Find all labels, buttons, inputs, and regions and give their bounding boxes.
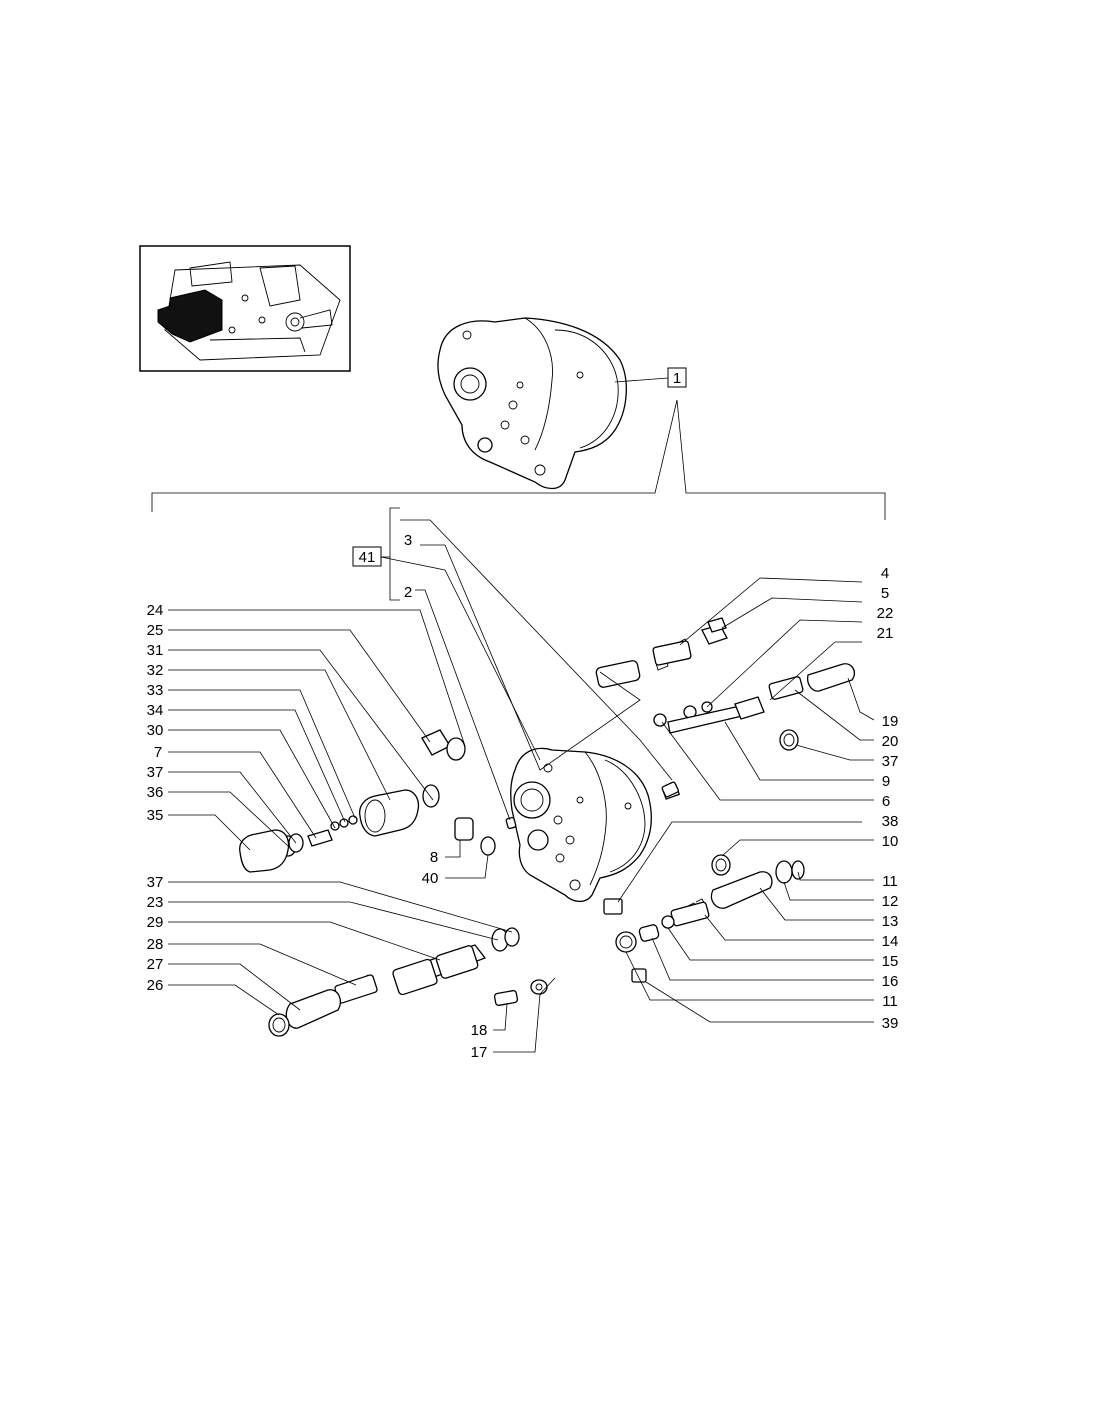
subassembly-label-box: 41: [352, 546, 382, 567]
callout-3: 3: [404, 532, 412, 549]
callout-40: 40: [422, 870, 439, 887]
exploded-housing: [510, 747, 652, 903]
callout-17: 17: [471, 1044, 488, 1061]
assembly-label-box: 1: [614, 367, 687, 388]
lower-right-parts: [603, 854, 805, 983]
callout-16: 16: [882, 973, 899, 990]
left-lower-parts: [268, 927, 548, 1037]
callout-10: 10: [882, 833, 899, 850]
callout-37-right: 37: [882, 753, 899, 770]
assembly-label: 1: [673, 370, 681, 387]
callout-23: 23: [147, 894, 164, 911]
callout-22: 22: [877, 605, 894, 622]
callout-24: 24: [147, 602, 164, 619]
callout-27: 27: [147, 956, 164, 973]
location-inset: [139, 245, 351, 372]
callout-29: 29: [147, 914, 164, 931]
callout-15: 15: [882, 953, 899, 970]
callout-11: 11: [882, 873, 898, 890]
callout-8: 8: [430, 849, 438, 866]
callout-14: 14: [882, 933, 899, 950]
callout-6: 6: [882, 793, 890, 810]
callout-20: 20: [882, 733, 899, 750]
leader-lines: [168, 519, 875, 1053]
highlighted-valve-block: [157, 289, 223, 343]
left-upper-parts: [239, 729, 679, 873]
callout-19: 19: [882, 713, 899, 730]
callout-4: 4: [881, 565, 889, 582]
callout-37-left: 37: [147, 764, 164, 781]
assembled-housing: [437, 317, 627, 490]
callout-13: 13: [882, 913, 899, 930]
callout-34: 34: [147, 702, 164, 719]
callout-32: 32: [147, 662, 164, 679]
callout-28: 28: [147, 936, 164, 953]
callout-36: 36: [147, 784, 164, 801]
callout-18: 18: [471, 1022, 488, 1039]
callout-5: 5: [881, 585, 889, 602]
callout-7: 7: [154, 744, 162, 761]
callout-38: 38: [882, 813, 899, 830]
callout-numbers: 2 3 4 5 22 21 19 20 37 9 6 38 10 11 12 1…: [147, 532, 899, 1061]
callout-25: 25: [147, 622, 164, 639]
callout-33: 33: [147, 682, 164, 699]
callout-11-lower: 11: [882, 993, 898, 1010]
callout-12: 12: [882, 893, 899, 910]
callout-30: 30: [147, 722, 164, 739]
callout-2: 2: [404, 584, 412, 601]
callout-26: 26: [147, 977, 164, 994]
callout-21: 21: [877, 625, 894, 642]
callout-31: 31: [147, 642, 164, 659]
callout-9: 9: [882, 773, 890, 790]
upper-right-parts: [595, 617, 856, 800]
callout-35: 35: [147, 807, 164, 824]
subassembly-label: 41: [359, 549, 376, 566]
callout-37-lower: 37: [147, 874, 164, 891]
callout-39: 39: [882, 1015, 899, 1032]
